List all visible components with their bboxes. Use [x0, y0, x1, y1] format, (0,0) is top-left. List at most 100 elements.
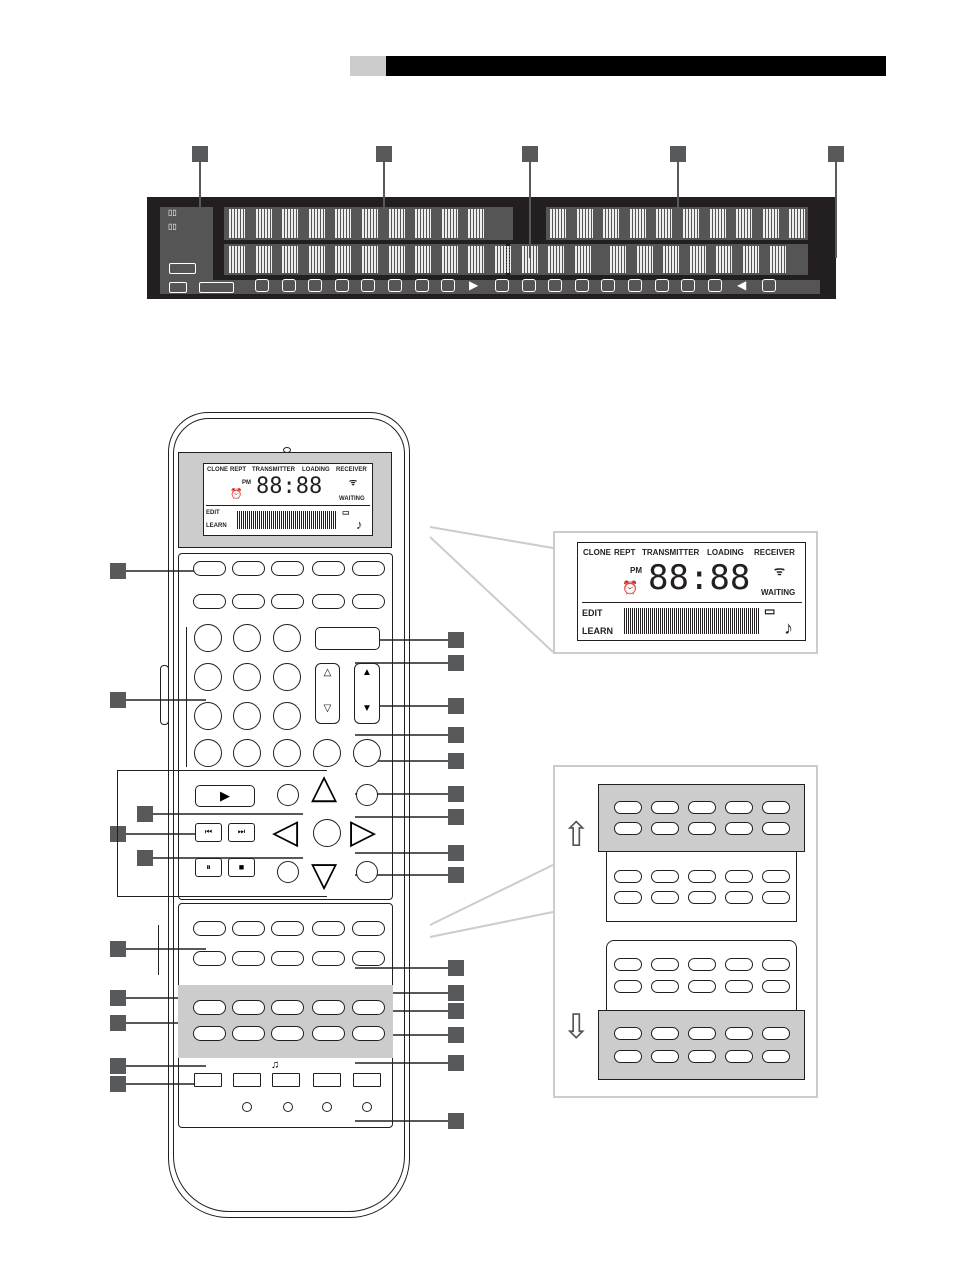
remote-button[interactable]	[312, 951, 345, 966]
remote-button[interactable]	[232, 594, 265, 609]
number-button[interactable]	[194, 739, 222, 767]
round-button[interactable]	[313, 739, 341, 767]
remote-button[interactable]	[312, 594, 345, 609]
wide-button[interactable]	[315, 627, 380, 650]
remote-button[interactable]	[271, 1000, 304, 1015]
remote-button[interactable]	[193, 1000, 226, 1015]
remote-button[interactable]	[193, 594, 226, 609]
remote-button[interactable]	[271, 594, 304, 609]
indicator-box	[169, 282, 187, 293]
channel-rocker[interactable]: △▽	[315, 663, 340, 724]
number-button[interactable]	[273, 702, 301, 730]
volume-rocker[interactable]: ▲▼	[354, 663, 380, 724]
lcd-zoom-edit: EDIT	[582, 608, 603, 618]
remote-button[interactable]	[352, 594, 385, 609]
flip-demo-button	[651, 1050, 679, 1063]
side-tab	[160, 665, 169, 725]
lcd-zoom-divider	[582, 602, 802, 603]
round-button[interactable]	[353, 739, 381, 767]
down-arrow-button[interactable]: ▽	[311, 856, 338, 894]
remote-button[interactable]	[193, 1026, 226, 1041]
callout-marker	[192, 146, 208, 162]
callout-marker	[137, 806, 153, 822]
remote-button[interactable]	[193, 951, 226, 966]
stop-button[interactable]: ■	[228, 858, 255, 877]
remote-button[interactable]	[232, 561, 265, 576]
small-round-button[interactable]	[356, 784, 378, 806]
play-button[interactable]: ▶	[195, 785, 255, 807]
matrix-char	[229, 209, 245, 238]
remote-button[interactable]	[352, 921, 385, 936]
left-arrow-button[interactable]: ◁	[272, 813, 299, 851]
matrix-char	[663, 246, 680, 273]
right-arrow-button[interactable]: ▷	[350, 813, 377, 851]
rect-button[interactable]	[353, 1073, 381, 1087]
remote-button[interactable]	[232, 1026, 265, 1041]
number-button[interactable]	[273, 624, 301, 652]
number-button[interactable]	[194, 663, 222, 691]
enter-button[interactable]	[313, 819, 341, 847]
up-arrow-button[interactable]: △	[311, 768, 338, 806]
indicator-box	[255, 279, 269, 292]
callout-line	[355, 760, 448, 762]
remote-button[interactable]	[352, 561, 385, 576]
flip-demo-button	[725, 801, 753, 814]
indicator-box	[574, 279, 589, 292]
remote-button[interactable]	[352, 1026, 385, 1041]
skip-forward-button[interactable]: ⏭	[228, 823, 255, 842]
callout-line	[355, 1034, 448, 1036]
indicator-box	[762, 279, 776, 292]
rect-button[interactable]	[233, 1073, 261, 1087]
callout-line	[355, 705, 448, 707]
remote-button[interactable]	[312, 1000, 345, 1015]
number-button[interactable]	[273, 739, 301, 767]
number-button[interactable]	[233, 739, 261, 767]
remote-button[interactable]	[232, 1000, 265, 1015]
matrix-char	[743, 246, 759, 273]
remote-button[interactable]	[271, 561, 304, 576]
reverse-indicator-icon: ◀	[737, 278, 747, 292]
remote-button[interactable]	[271, 1026, 304, 1041]
small-round-button[interactable]	[356, 861, 378, 883]
remote-button[interactable]	[312, 1026, 345, 1041]
remote-button[interactable]	[193, 921, 226, 936]
callout-marker	[110, 692, 126, 708]
remote-button[interactable]	[193, 561, 226, 576]
rect-button[interactable]	[194, 1073, 222, 1087]
pause-button[interactable]: ⏸	[195, 858, 222, 877]
callout-marker	[828, 146, 844, 162]
remote-button[interactable]	[312, 921, 345, 936]
callout-line	[677, 162, 679, 210]
matrix-char	[574, 246, 591, 273]
display-left-block	[160, 207, 213, 293]
number-button[interactable]	[233, 624, 261, 652]
callout-line	[126, 997, 206, 999]
flip-demo-button	[651, 870, 679, 883]
flip-demo-button	[688, 870, 716, 883]
remote-button[interactable]	[271, 951, 304, 966]
number-button[interactable]	[233, 702, 261, 730]
small-round-button[interactable]	[277, 861, 299, 883]
number-button[interactable]	[273, 663, 301, 691]
number-button[interactable]	[233, 663, 261, 691]
callout-line	[529, 162, 531, 258]
small-round-button[interactable]	[277, 784, 299, 806]
lcd-receiver: RECEIVER	[336, 467, 367, 473]
rect-button[interactable]	[272, 1073, 300, 1087]
number-button[interactable]	[194, 702, 222, 730]
remote-button[interactable]	[312, 561, 345, 576]
remote-button[interactable]	[271, 921, 304, 936]
skip-back-button[interactable]: ⏮	[195, 823, 222, 842]
number-button[interactable]	[194, 624, 222, 652]
callout-marker	[110, 941, 126, 957]
remote-button[interactable]	[352, 1000, 385, 1015]
flip-demo-button	[762, 980, 790, 993]
remote-button[interactable]	[352, 951, 385, 966]
lcd-text-matrix	[237, 511, 337, 529]
remote-button[interactable]	[232, 951, 265, 966]
flip-illustration-box	[553, 765, 818, 1098]
rect-button[interactable]	[313, 1073, 341, 1087]
callout-marker	[448, 845, 464, 861]
remote-button[interactable]	[232, 921, 265, 936]
